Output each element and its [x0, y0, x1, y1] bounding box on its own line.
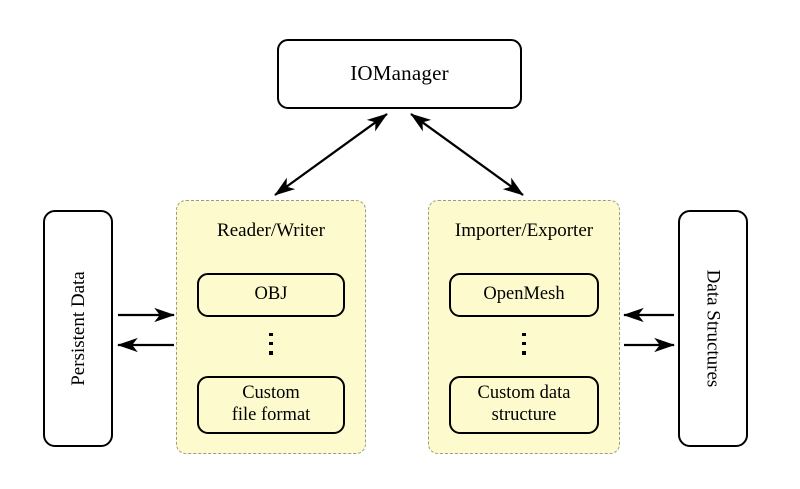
persistent-data-label: Persistent Data	[67, 271, 89, 386]
data-structures-node: Data Structures	[678, 210, 748, 447]
importer-exporter-ellipsis-icon	[429, 333, 619, 355]
connector-manager-to-importer-exporter	[410, 113, 524, 196]
importer-exporter-item-custom-line2: structure	[491, 405, 557, 425]
connector-manager-to-reader-writer	[274, 113, 388, 196]
reader-writer-item-obj: OBJ	[197, 273, 345, 317]
persistent-data-node: Persistent Data	[43, 210, 113, 447]
reader-writer-title: Reader/Writer	[217, 220, 325, 241]
reader-writer-ellipsis-icon	[177, 333, 365, 355]
reader-writer-item-obj-label: OBJ	[254, 284, 288, 305]
importer-exporter-item-custom-data-structure: Custom data structure	[449, 376, 599, 434]
data-structures-label: Data Structures	[702, 269, 724, 388]
iomanager-label: IOManager	[350, 61, 449, 86]
importer-exporter-item-custom-line1: Custom data	[477, 383, 571, 404]
importer-exporter-item-openmesh-label: OpenMesh	[483, 284, 565, 305]
importer-exporter-group: Importer/Exporter OpenMesh Custom data s…	[428, 200, 620, 454]
importer-exporter-item-openmesh: OpenMesh	[449, 273, 599, 317]
reader-writer-item-custom-line2: file format	[231, 405, 311, 425]
importer-exporter-title: Importer/Exporter	[454, 220, 594, 241]
iomanager-node: IOManager	[277, 39, 522, 109]
reader-writer-group: Reader/Writer OBJ Custom file format	[176, 200, 366, 454]
reader-writer-item-custom-line1: Custom	[242, 383, 300, 404]
reader-writer-item-custom-file-format: Custom file format	[197, 376, 345, 434]
